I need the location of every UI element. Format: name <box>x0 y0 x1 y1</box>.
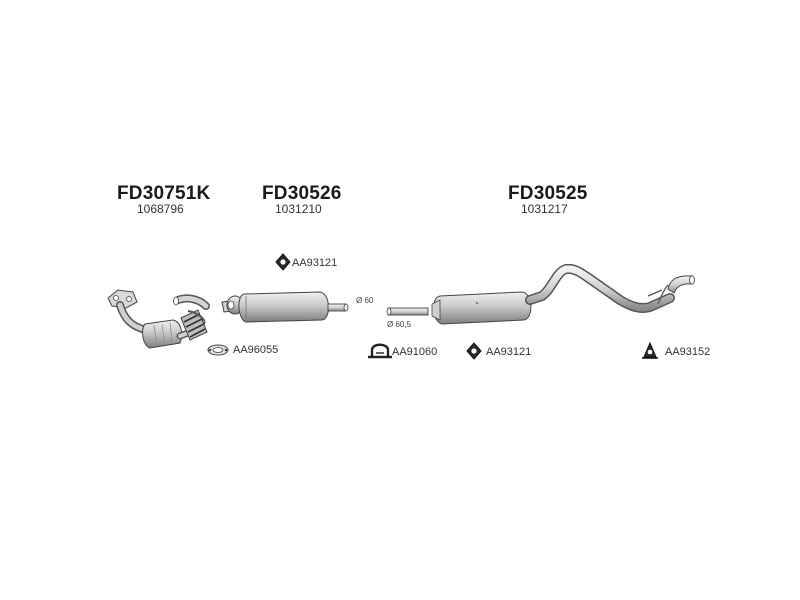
gasket-part <box>207 344 229 356</box>
part-label-mount-rear1: AA93121 <box>486 346 532 358</box>
clamp-part <box>368 343 392 359</box>
group-oem-1: 1068796 <box>137 202 184 216</box>
group-code-3: FD30525 <box>508 183 588 204</box>
middle-silencer <box>221 291 349 323</box>
part-label-clamp: AA91060 <box>392 346 438 358</box>
group-oem-3: 1031217 <box>521 202 568 216</box>
rubber-mount-part <box>275 253 291 271</box>
rubber-mount-part <box>642 341 658 359</box>
part-label-mount-rear2: AA93152 <box>665 346 711 358</box>
catalytic-converter-assembly <box>107 289 210 349</box>
diameter-label-60: Ø 60 <box>356 296 374 305</box>
part-label-mount-mid: AA93121 <box>292 257 338 269</box>
part-label-gasket: AA96055 <box>233 344 279 356</box>
group-code-2: FD30526 <box>262 183 342 204</box>
rear-silencer-assembly <box>386 263 695 325</box>
manifold-flange <box>107 289 138 309</box>
diameter-label-605: Ø 60,5 <box>387 320 412 329</box>
catalyst-body <box>142 319 183 349</box>
group-oem-2: 1031210 <box>275 202 322 216</box>
rubber-mount-part <box>466 342 482 360</box>
group-code-1: FD30751K <box>117 183 211 204</box>
